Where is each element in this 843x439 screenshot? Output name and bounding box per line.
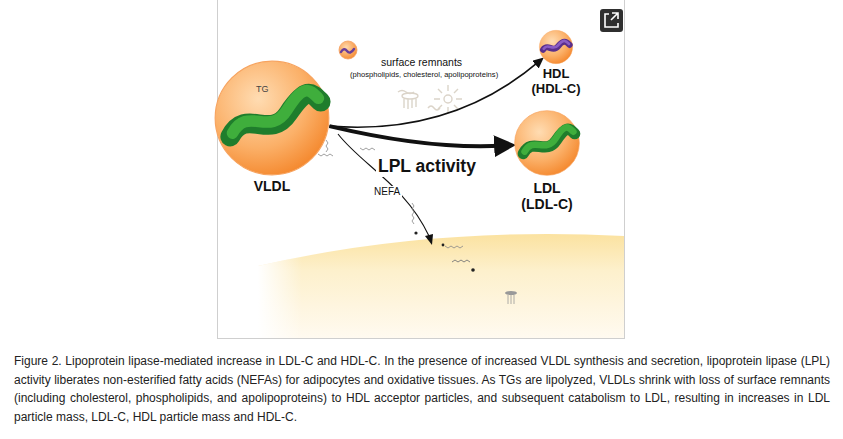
- lipoprotein-particle: LDL (LDL-C): [514, 110, 580, 176]
- remnant-particle: [339, 41, 357, 59]
- particle-shape: [514, 110, 580, 176]
- annotation-label: TG: [256, 84, 269, 94]
- flow-arrow: [329, 61, 540, 128]
- nefa-arrowhead: [425, 234, 433, 245]
- adipocyte: [258, 234, 624, 338]
- figure-caption: Figure 2. Lipoprotein lipase-mediated in…: [14, 352, 830, 426]
- annotation-label: (phospholipids, cholesterol, apolipoprot…: [350, 70, 498, 79]
- particle-name: VLDL: [254, 178, 291, 194]
- expand-icon: [600, 9, 623, 32]
- phospholipid: [505, 291, 517, 304]
- annotation-label: NEFA: [372, 186, 402, 197]
- particle-shape: [539, 30, 573, 64]
- fatty-acid-head: [442, 244, 445, 247]
- fatty-acid-head: [471, 268, 475, 272]
- lipoprotein-particle: VLDL: [214, 60, 330, 176]
- particle-shape: [214, 60, 330, 176]
- lipoprotein-particle: HDL (HDL-C): [539, 30, 573, 64]
- particle-name: HDL (HDL-C): [525, 67, 587, 97]
- fatty-acid-head: [414, 231, 417, 234]
- surface-remnant-debris: [398, 85, 462, 113]
- annotation-label: LPL activity: [376, 156, 478, 177]
- particle-name: LDL (LDL-C): [514, 180, 580, 212]
- adipocyte-fade: [258, 234, 624, 338]
- flow-arrow: [329, 126, 504, 146]
- nefa-arrow: [338, 134, 429, 236]
- annotation-label: surface remnants: [381, 56, 462, 68]
- fatty-acid: [452, 260, 470, 262]
